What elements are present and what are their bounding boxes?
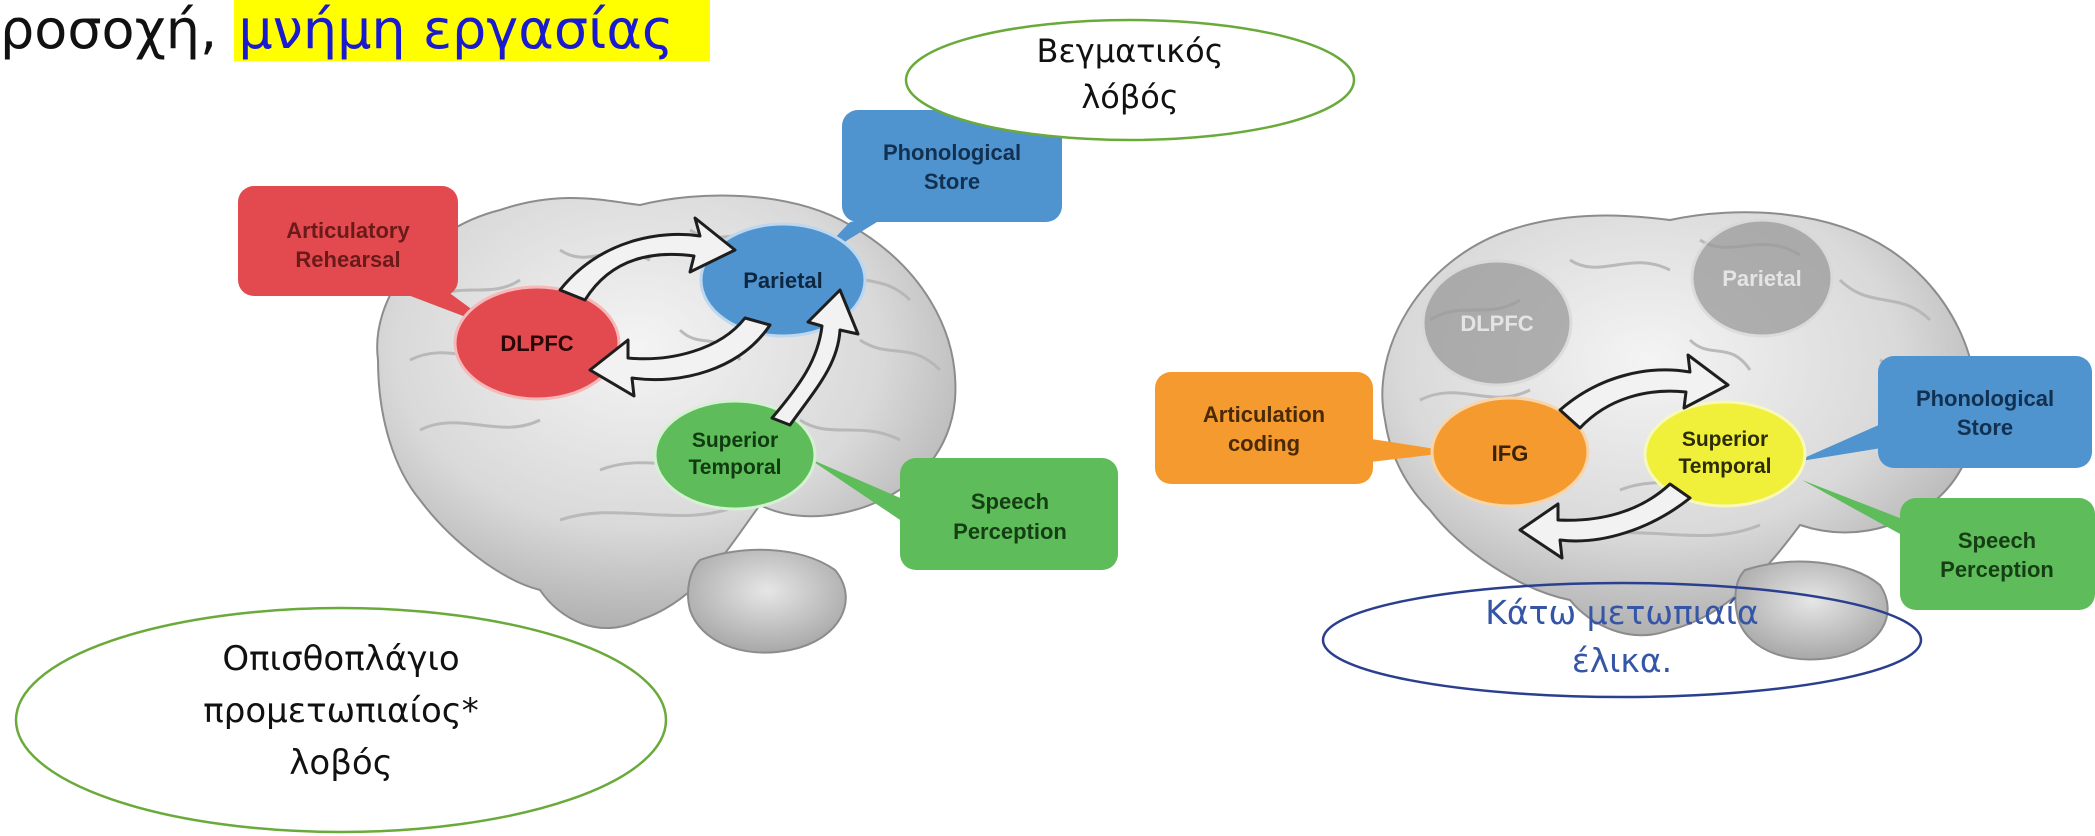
articulatory-rehearsal-callout: [238, 186, 458, 296]
articulatory-rehearsal-line1: Articulatory: [286, 218, 410, 243]
prefrontal-annotation-line3: λοβός: [289, 743, 392, 783]
rehearsal-arrow-back: [588, 316, 772, 398]
speech-perception-left-line2: Perception: [953, 519, 1067, 544]
prefrontal-annotation-line1: Οπισθοπλάγιο: [222, 639, 459, 679]
superior-temporal-region-right: [1643, 400, 1807, 508]
ifg-annotation-line1: Κάτω μετωπιαία: [1485, 593, 1758, 632]
parietal-lobe-annotation-line1: Βεγματικός: [1037, 32, 1224, 70]
phonological-store-left-line1: Phonological: [883, 140, 1021, 165]
dlpfc-region-left: [453, 285, 621, 401]
articulation-coding-line1: Articulation: [1203, 402, 1325, 427]
superior-temporal-left-line2: Temporal: [689, 456, 782, 479]
left-brain: [376, 194, 957, 654]
ifg-annotation-line2: έλικα.: [1572, 641, 1672, 680]
dlpfc-label-right: DLPFC: [1460, 311, 1533, 336]
phonological-store-right-tail: [1795, 420, 1900, 462]
superior-temporal-right-line2: Temporal: [1679, 455, 1772, 478]
articulatory-rehearsal-line2: Rehearsal: [295, 247, 400, 272]
speech-perception-callout-tail: [808, 458, 915, 530]
slide-title: ροσοχή, μνήμη εργασίας: [0, 0, 710, 66]
speech-perception-right-line2: Perception: [1940, 557, 2054, 582]
superior-temporal-region-left: [653, 399, 817, 511]
coding-arrow-back: [1518, 482, 1692, 560]
speech-perception-callout-left: [900, 458, 1118, 570]
articulation-coding-line2: coding: [1228, 431, 1300, 456]
ifg-region: [1430, 396, 1590, 508]
articulation-callout-tail: [1365, 438, 1455, 462]
slide-title-prefix: ροσοχή,: [0, 0, 235, 61]
dlpfc-label-left: DLPFC: [500, 331, 573, 356]
speech-perception-right-tail: [1802, 480, 1920, 545]
parietal-lobe-annotation: [904, 18, 1356, 142]
phonological-store-left-line2: Store: [924, 169, 980, 194]
parietal-label-left: Parietal: [743, 268, 823, 293]
speech-perception-callout-right: [1900, 498, 2095, 610]
superior-temporal-left-line1: Superior: [692, 429, 778, 452]
parietal-region-right: [1690, 218, 1834, 338]
dlpfc-region-right: [1421, 259, 1573, 387]
phonological-store-right-line2: Store: [1957, 415, 2013, 440]
speech-perception-right-line1: Speech: [1958, 528, 2036, 553]
prefrontal-annotation: [14, 606, 668, 834]
ifg-annotation: [1321, 581, 1923, 699]
phonological-store-right-line1: Phonological: [1916, 386, 2054, 411]
speech-perception-left-line1: Speech: [971, 489, 1049, 514]
articulation-coding-callout: [1155, 372, 1373, 484]
superior-temporal-right-line1: Superior: [1682, 428, 1768, 451]
ifg-label: IFG: [1492, 441, 1529, 466]
parietal-lobe-annotation-line2: λόβός: [1081, 78, 1178, 116]
phonological-store-callout-left: [842, 110, 1062, 222]
prefrontal-annotation-line2: προμετωπιαίος*: [203, 691, 478, 731]
perception-to-store-arrow: [770, 288, 860, 427]
phonological-store-callout-right: [1878, 356, 2092, 468]
parietal-label-right: Parietal: [1722, 266, 1802, 291]
coding-arrow-forward: [1558, 353, 1730, 430]
slide-title-highlight: μνήμη εργασίας: [234, 0, 710, 61]
rehearsal-arrow-forward: [558, 216, 737, 302]
